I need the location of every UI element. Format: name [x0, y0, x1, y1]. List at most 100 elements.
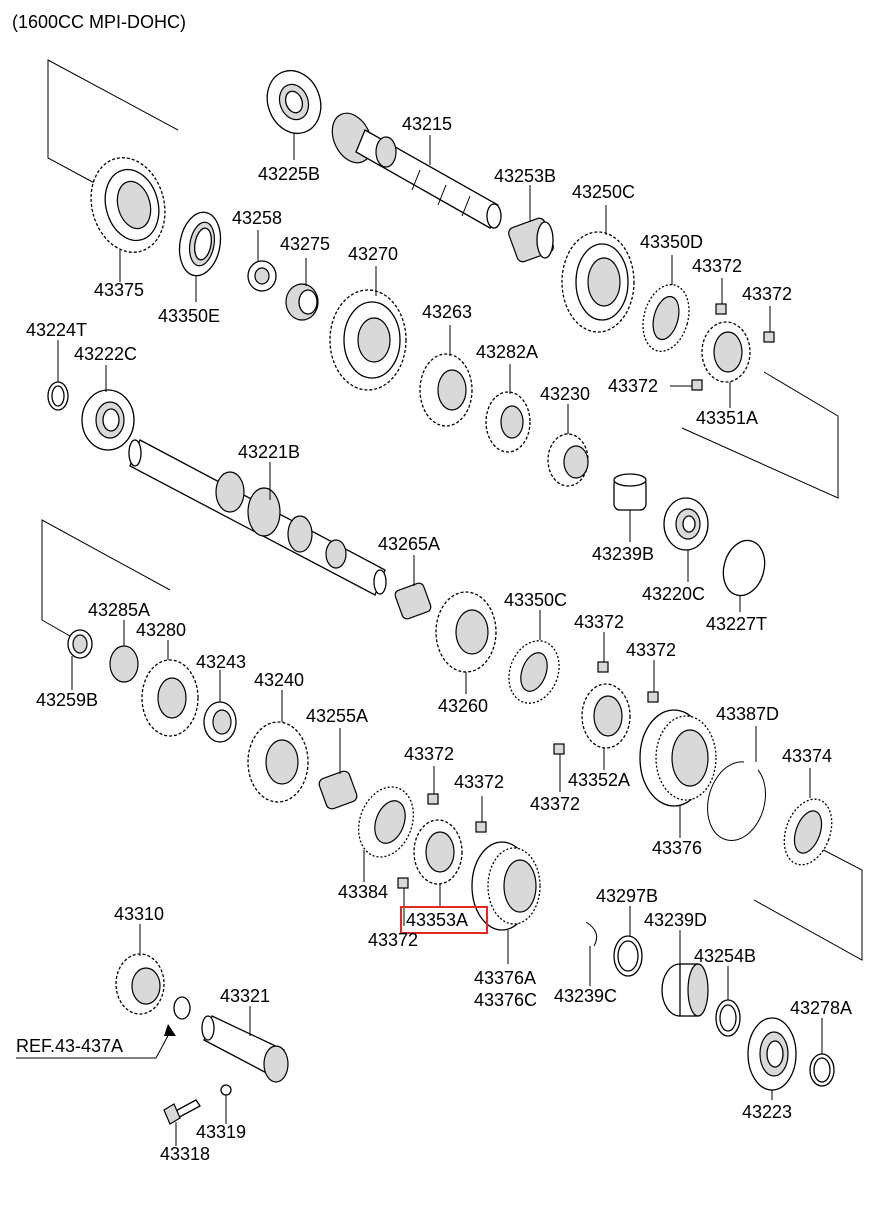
part-label-43215[interactable]: 43215 — [402, 114, 453, 134]
collar-43259B — [67, 629, 93, 659]
gear-43260 — [435, 591, 497, 673]
part-label-43350C[interactable]: 43350C — [504, 590, 568, 610]
part-label-43239C[interactable]: 43239C — [554, 986, 618, 1006]
part-label-43270[interactable]: 43270 — [348, 244, 399, 264]
part-label-43350D[interactable]: 43350D — [640, 232, 704, 252]
part-label-43227T[interactable]: 43227T — [706, 614, 768, 634]
synchro-hub-43352A — [581, 683, 631, 749]
part-label-43318[interactable]: 43318 — [160, 1144, 211, 1164]
part-label-43353A[interactable]: 43353A — [406, 910, 469, 930]
part-label-43375[interactable]: 43375 — [94, 280, 145, 300]
gear-43270 — [329, 289, 407, 391]
key-43372-c — [691, 379, 703, 391]
part-label-43263[interactable]: 43263 — [422, 302, 473, 322]
part-label-43321[interactable]: 43321 — [220, 986, 271, 1006]
snap-ring-43224T — [47, 381, 69, 411]
part-label-43372-i[interactable]: 43372 — [368, 930, 419, 950]
part-label-43282A[interactable]: 43282A — [476, 342, 539, 362]
o-ring-43319 — [220, 1084, 232, 1096]
part-label-43250C[interactable]: 43250C — [572, 182, 636, 202]
gear-43310 — [115, 953, 165, 1015]
part-label-43372-b[interactable]: 43372 — [742, 284, 793, 304]
shaft-43321 — [173, 996, 289, 1083]
collar-43243 — [203, 701, 237, 743]
synchro-hub-43353A — [413, 819, 463, 885]
part-label-43240[interactable]: 43240 — [254, 670, 305, 690]
part-label-43259B[interactable]: 43259B — [36, 690, 99, 710]
part-label-43220C[interactable]: 43220C — [642, 584, 706, 604]
bearing-43223 — [747, 1017, 797, 1091]
synchro-ring-43374 — [783, 798, 833, 866]
key-43372-i — [397, 877, 409, 889]
part-label-43224T[interactable]: 43224T — [26, 320, 88, 340]
bolt-43318 — [163, 1099, 201, 1125]
part-label-43222C[interactable]: 43222C — [74, 344, 138, 364]
part-label-43319[interactable]: 43319 — [196, 1122, 247, 1142]
part-label-43372-e[interactable]: 43372 — [626, 640, 677, 660]
part-label-43230[interactable]: 43230 — [540, 384, 591, 404]
shaft-43215 — [331, 112, 502, 229]
needle-bearing-43275 — [285, 283, 319, 321]
gear-43230 — [547, 433, 589, 487]
engine-spec-title: (1600CC MPI-DOHC) — [12, 12, 187, 32]
gear-43250C — [561, 231, 635, 333]
part-label-43258[interactable]: 43258 — [232, 208, 283, 228]
part-label-43376[interactable]: 43376 — [652, 838, 703, 858]
reference-pointer — [16, 1024, 176, 1059]
group-bracket-top-left — [47, 59, 179, 187]
part-label-43243[interactable]: 43243 — [196, 652, 247, 672]
part-label-43275[interactable]: 43275 — [280, 234, 331, 254]
synchro-ring-43350D — [642, 284, 690, 352]
synchro-ring-43350E — [178, 211, 222, 277]
part-label-43351A[interactable]: 43351A — [696, 408, 759, 428]
key-43372-b — [763, 331, 775, 343]
part-label-43253B[interactable]: 43253B — [494, 166, 557, 186]
part-label-43352A[interactable]: 43352A — [568, 770, 631, 790]
part-label-43265A[interactable]: 43265A — [378, 534, 441, 554]
part-label-43221B[interactable]: 43221B — [238, 442, 301, 462]
gear-43240 — [247, 721, 309, 803]
part-label-43372-g[interactable]: 43372 — [404, 744, 455, 764]
part-label-43225B[interactable]: 43225B — [258, 164, 321, 184]
part-label-43372-h[interactable]: 43372 — [454, 772, 505, 792]
part-label-43374[interactable]: 43374 — [782, 746, 833, 766]
synchro-hub-43351A — [701, 321, 751, 383]
part-label-43372-c[interactable]: 43372 — [608, 376, 659, 396]
part-label-43384[interactable]: 43384 — [338, 882, 389, 902]
needle-bearing-43253B — [508, 217, 554, 263]
part-label-43376A[interactable]: 43376A — [474, 968, 537, 988]
part-label-43280[interactable]: 43280 — [136, 620, 187, 640]
part-label-43297B[interactable]: 43297B — [596, 886, 659, 906]
key-43372-h — [475, 821, 487, 833]
gear-43280 — [141, 659, 199, 737]
part-label-43285A[interactable]: 43285A — [88, 600, 151, 620]
group-bracket-right-lower — [753, 843, 863, 961]
part-label-43255A[interactable]: 43255A — [306, 706, 369, 726]
part-label-43239D[interactable]: 43239D — [644, 910, 708, 930]
part-label-43376C[interactable]: 43376C — [474, 990, 538, 1010]
part-label-43372-d[interactable]: 43372 — [574, 612, 625, 632]
part-label-43310[interactable]: 43310 — [114, 904, 165, 924]
bearing-43222C — [81, 389, 135, 451]
collar-43239D — [661, 963, 709, 1017]
part-label-43223[interactable]: 43223 — [742, 1102, 793, 1122]
part-label-43278A[interactable]: 43278A — [790, 998, 853, 1018]
key-43372-d — [597, 661, 609, 673]
key-43372-e — [647, 691, 659, 703]
snap-ring-43297B — [613, 935, 643, 977]
snap-ring-43278A — [809, 1053, 835, 1087]
snap-ring-43387D — [707, 761, 766, 841]
part-label-43350E[interactable]: 43350E — [158, 306, 221, 326]
reference-label[interactable]: REF.43-437A — [16, 1036, 124, 1056]
collar-43258 — [247, 260, 277, 292]
part-label-43387D[interactable]: 43387D — [716, 704, 780, 724]
shaft-43221B — [128, 439, 387, 596]
part-label-43372-f[interactable]: 43372 — [530, 794, 581, 814]
group-bracket-right-upper — [681, 371, 839, 499]
part-label-43372-a[interactable]: 43372 — [692, 256, 743, 276]
key-43372-g — [427, 793, 439, 805]
part-label-43260[interactable]: 43260 — [438, 696, 489, 716]
part-label-43239B[interactable]: 43239B — [592, 544, 655, 564]
part-label-43254B[interactable]: 43254B — [694, 946, 757, 966]
